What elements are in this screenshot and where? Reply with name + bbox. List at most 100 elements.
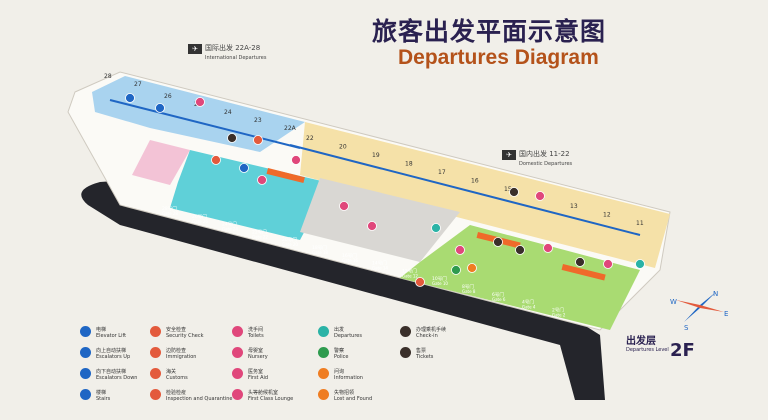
courtyard	[300, 178, 460, 262]
gate-number: 19	[372, 152, 380, 159]
floor-cn: 出发层	[626, 336, 656, 347]
poi-marker-icon	[493, 237, 503, 247]
poi-marker-icon	[415, 277, 425, 287]
first-aid-icon	[232, 368, 243, 379]
poi-marker-icon	[431, 223, 441, 233]
gate-label-cn: 12号门	[402, 267, 417, 274]
floor-en: Departures Level	[626, 347, 669, 353]
gate-label-cn: 16号门	[342, 252, 357, 259]
gate-label-en: Gate 24	[222, 227, 238, 232]
poi-marker-icon	[125, 93, 135, 103]
gate-number: 18	[405, 161, 413, 168]
escalator-up-icon	[80, 347, 91, 358]
gate-number: 15	[504, 186, 512, 193]
gate-label-cn: 28号门	[162, 205, 177, 212]
gate-label-en: Gate 8	[462, 289, 476, 294]
gate-number: 22	[306, 135, 314, 142]
poi-marker-icon	[239, 163, 249, 173]
service-bar	[266, 168, 305, 184]
corridor-line-international	[109, 99, 301, 149]
title-english: Departures Diagram	[398, 46, 599, 69]
poi-marker-icon	[635, 259, 645, 269]
police-icon	[318, 347, 329, 358]
poi-marker-icon	[603, 259, 613, 269]
gate-label-cn: 20号门	[282, 236, 297, 243]
gate-number: 11	[636, 220, 644, 227]
service-bar	[561, 264, 606, 281]
poi-marker-icon	[509, 187, 519, 197]
gate-label-cn: 4号门	[522, 299, 534, 306]
gate-label-en: Gate 14	[372, 266, 388, 271]
poi-marker-icon	[211, 155, 221, 165]
stairs-icon	[80, 389, 91, 400]
gate-label-en: Gate 6	[492, 297, 506, 302]
compass-n: N	[713, 290, 718, 298]
gate-label-en: Gate 26	[192, 219, 208, 224]
zone-international	[92, 76, 305, 152]
gate-number: 16	[471, 178, 479, 185]
poi-marker-icon	[253, 135, 263, 145]
escalator-down-icon	[80, 368, 91, 379]
gate-number: 28	[104, 73, 112, 80]
apron-road	[81, 180, 605, 400]
departures-icon	[318, 326, 329, 337]
compass-e: E	[724, 310, 728, 318]
gate-label-en: Gate 28	[162, 211, 178, 216]
gate-label-en: Gate 4	[522, 305, 536, 310]
lounge-icon	[232, 389, 243, 400]
corridor-line-domestic	[289, 144, 641, 236]
poi-marker-icon	[455, 245, 465, 255]
zone-cyan	[170, 150, 330, 240]
poi-marker-icon	[257, 175, 267, 185]
poi-marker-icon	[451, 265, 461, 275]
poi-marker-icon	[543, 243, 553, 253]
poi-marker-icon	[195, 97, 205, 107]
poi-marker-icon	[535, 191, 545, 201]
zone-pink	[132, 140, 190, 185]
gate-label-en: Gate 2	[552, 312, 566, 317]
security-icon	[150, 326, 161, 337]
sign-intl-cn: 国际出发 22A-28	[205, 44, 261, 52]
gate-label-cn: 10号门	[432, 275, 447, 282]
poi-marker-icon	[515, 245, 525, 255]
quarantine-icon	[150, 389, 161, 400]
sign-dom-cn: 国内出发 11-22	[519, 150, 570, 158]
gate-number: 17	[438, 169, 446, 176]
floor-level: 2F	[670, 340, 695, 361]
poi-marker-icon	[467, 263, 477, 273]
plane-icon: ✈	[502, 150, 516, 160]
gate-label-en: Gate 12	[402, 273, 418, 278]
poi-marker-icon	[575, 257, 585, 267]
poi-marker-icon	[367, 221, 377, 231]
gate-number: 27	[134, 81, 142, 88]
gate-label-cn: 26号门	[192, 213, 207, 220]
gate-number: 24	[224, 109, 232, 116]
